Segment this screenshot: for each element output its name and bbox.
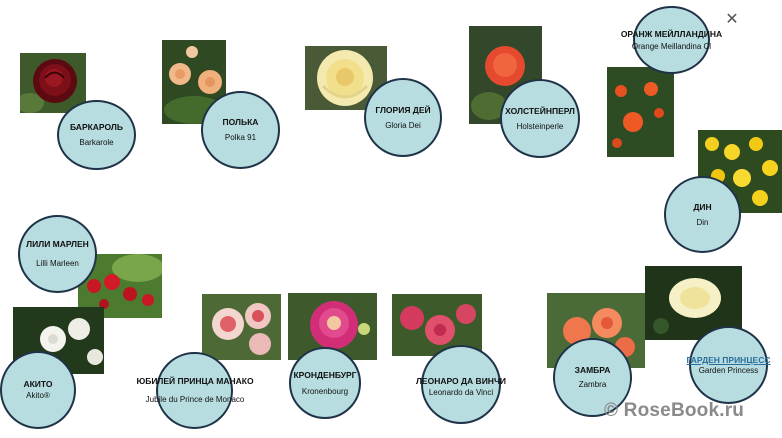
rose-din[interactable]: ДИН Din — [664, 176, 741, 253]
rose-name-en: Din — [696, 217, 709, 227]
rose-gloria-dei[interactable]: ГЛОРИЯ ДЕЙ Gloria Dei — [364, 78, 442, 157]
watermark: © RoseBook.ru — [604, 400, 745, 421]
photo-garden-princess — [645, 266, 742, 340]
rose-name-ru: ХОЛСТЕЙНПЕРЛ — [505, 105, 575, 116]
rose-jubile-label[interactable]: ЮБИЛЕЙ ПРИНЦА МАНАКО Jubile du Prince de… — [120, 376, 270, 405]
rose-name-ru: ОРАНЖ МЕЙЛЛАНДИНА — [620, 28, 723, 39]
rose-akito[interactable]: АКИТО Akito® — [0, 351, 76, 429]
rose-name-ru: ЗАМБРА — [574, 365, 611, 375]
photo-orange-meillandina — [607, 67, 674, 157]
photo-jubile — [202, 294, 281, 360]
rose-name-en: Polka 91 — [224, 133, 257, 142]
rose-name-en: Lilli Marleen — [36, 259, 79, 268]
rose-orange-meillandina[interactable]: ОРАНЖ МЕЙЛЛАНДИНА Orange Meillandina Cl — [621, 6, 722, 74]
rose-name-en: Holsteinperle — [516, 121, 564, 131]
rose-name-ru: КРОНДЕНБУРГ — [293, 369, 357, 380]
rose-name-ru: АКИТО — [23, 379, 53, 389]
rose-name-ru: БАРКАРОЛЬ — [70, 122, 123, 132]
rose-zambra[interactable]: ЗАМБРА Zambra — [553, 338, 632, 417]
rose-name-ru[interactable]: ГАРДЕН ПРИНЦЕСС — [686, 354, 771, 365]
rose-leonardo-label[interactable]: ЛЕОНАРО ДА ВИНЧИ Leonardo da Vinci — [400, 376, 522, 398]
rose-name-en: Gloria Dei — [385, 120, 421, 130]
rose-barkarole[interactable]: БАРКАРОЛЬ Barkarole — [57, 100, 136, 170]
rose-polka[interactable]: ПОЛЬКА Polka 91 — [201, 91, 280, 169]
rose-jubile[interactable] — [156, 352, 233, 429]
rose-name-en: Kronenbourg — [301, 386, 349, 396]
rose-name-en: Akito® — [26, 391, 50, 400]
rose-name-en: Garden Princess — [698, 365, 759, 375]
rose-name-ru: ПОЛЬКА — [222, 117, 259, 127]
rose-name-ru: ЛИЛИ МАРЛЕН — [26, 239, 89, 249]
rose-name-en: Zambra — [578, 380, 607, 389]
close-icon[interactable]: ✕ — [725, 11, 739, 28]
rose-leonardo[interactable] — [421, 345, 501, 424]
rose-name-en: Leonardo da Vinci — [428, 388, 494, 397]
rose-name-en: Jubile du Prince de Monaco — [145, 395, 245, 404]
rose-name-ru: ЛЕОНАРО ДА ВИНЧИ — [415, 376, 507, 386]
rose-name-ru: ДИН — [693, 201, 712, 212]
rose-name-ru: ЮБИЛЕЙ ПРИНЦА МАНАКО — [136, 376, 254, 386]
photo-barkarole — [20, 53, 86, 113]
rose-name-en: Orange Meillandina Cl — [631, 41, 712, 51]
rose-lilli-marleen[interactable]: ЛИЛИ МАРЛЕН Lilli Marleen — [18, 215, 97, 293]
rose-kronenbourg[interactable]: КРОНДЕНБУРГ Kronenbourg — [289, 347, 361, 419]
rose-name-ru: ГЛОРИЯ ДЕЙ — [375, 104, 431, 115]
rose-name-en: Barkarole — [79, 138, 114, 147]
rose-holsteinperle[interactable]: ХОЛСТЕЙНПЕРЛ Holsteinperle — [500, 79, 580, 158]
rose-garden-princess[interactable]: ГАРДЕН ПРИНЦЕСС Garden Princess — [686, 326, 771, 404]
